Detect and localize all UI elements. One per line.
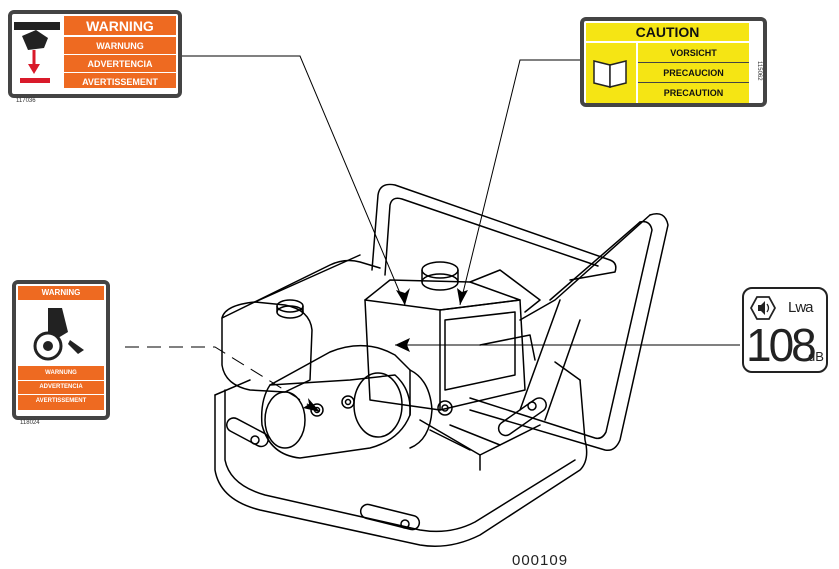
arrow-sound xyxy=(395,338,410,352)
warning-top-line-3: AVERTISSEMENT xyxy=(82,77,158,87)
sound-unit: dB xyxy=(808,349,824,364)
arrow-caution xyxy=(457,288,468,305)
caution-header: CAUTION xyxy=(635,24,700,40)
leader-caution xyxy=(459,59,580,306)
warning-top-line-1: WARNUNG xyxy=(64,38,176,55)
caution-part-number: 115062 xyxy=(756,61,762,81)
warning-left-line-3: AVERTISSEMENT xyxy=(35,398,87,404)
figure-number: 000109 xyxy=(512,552,569,569)
sound-value: 108 xyxy=(746,319,817,371)
plate-slot-left xyxy=(226,417,269,448)
read-manual-icon xyxy=(586,43,636,103)
arrow-warning-left xyxy=(303,398,320,412)
leader-warning-top xyxy=(182,55,406,306)
caution-line-3: PRECAUTION xyxy=(663,88,724,98)
warning-decal-top: WARNING WARNUNG ADVERTENCIA AVERTISSEMEN… xyxy=(8,10,182,104)
warning-top-part-number: 117036 xyxy=(16,98,36,104)
warning-left-line-2: ADVERTENCIA xyxy=(18,381,104,395)
arrow-warning-top xyxy=(396,288,410,305)
ear-protection-icon xyxy=(750,295,776,321)
fuel-tank xyxy=(221,301,313,393)
sound-power-decal: Lwa 108 dB xyxy=(742,287,828,373)
leader-warning-left xyxy=(125,346,321,413)
caution-line-2: PRECAUCION xyxy=(638,64,749,83)
plate-slot-right xyxy=(497,397,547,437)
warning-top-header: WARNING xyxy=(64,17,176,37)
handle xyxy=(371,183,617,281)
belt-guard-icon xyxy=(18,302,104,364)
caution-decal: CAUTION VORSICHT PRECAUCION PRECAUTION 1… xyxy=(580,17,767,107)
warning-left-line-1: WARNUNG xyxy=(18,367,104,381)
plate-slot-front xyxy=(359,503,421,531)
warning-left-header: WARNING xyxy=(41,288,81,297)
warning-decal-left: WARNING WARNUNG ADVERTENCIA AVERTISSEMEN… xyxy=(12,280,110,426)
warning-top-line-2: ADVERTENCIA xyxy=(64,56,176,73)
base-plate xyxy=(214,379,588,547)
caution-line-1: VORSICHT xyxy=(638,44,749,63)
warning-left-part-number: 118024 xyxy=(20,420,40,426)
hand-crush-icon xyxy=(14,16,62,92)
belt-guard xyxy=(260,374,411,459)
sound-symbol: Lwa xyxy=(788,299,814,316)
handle-right xyxy=(469,213,669,452)
